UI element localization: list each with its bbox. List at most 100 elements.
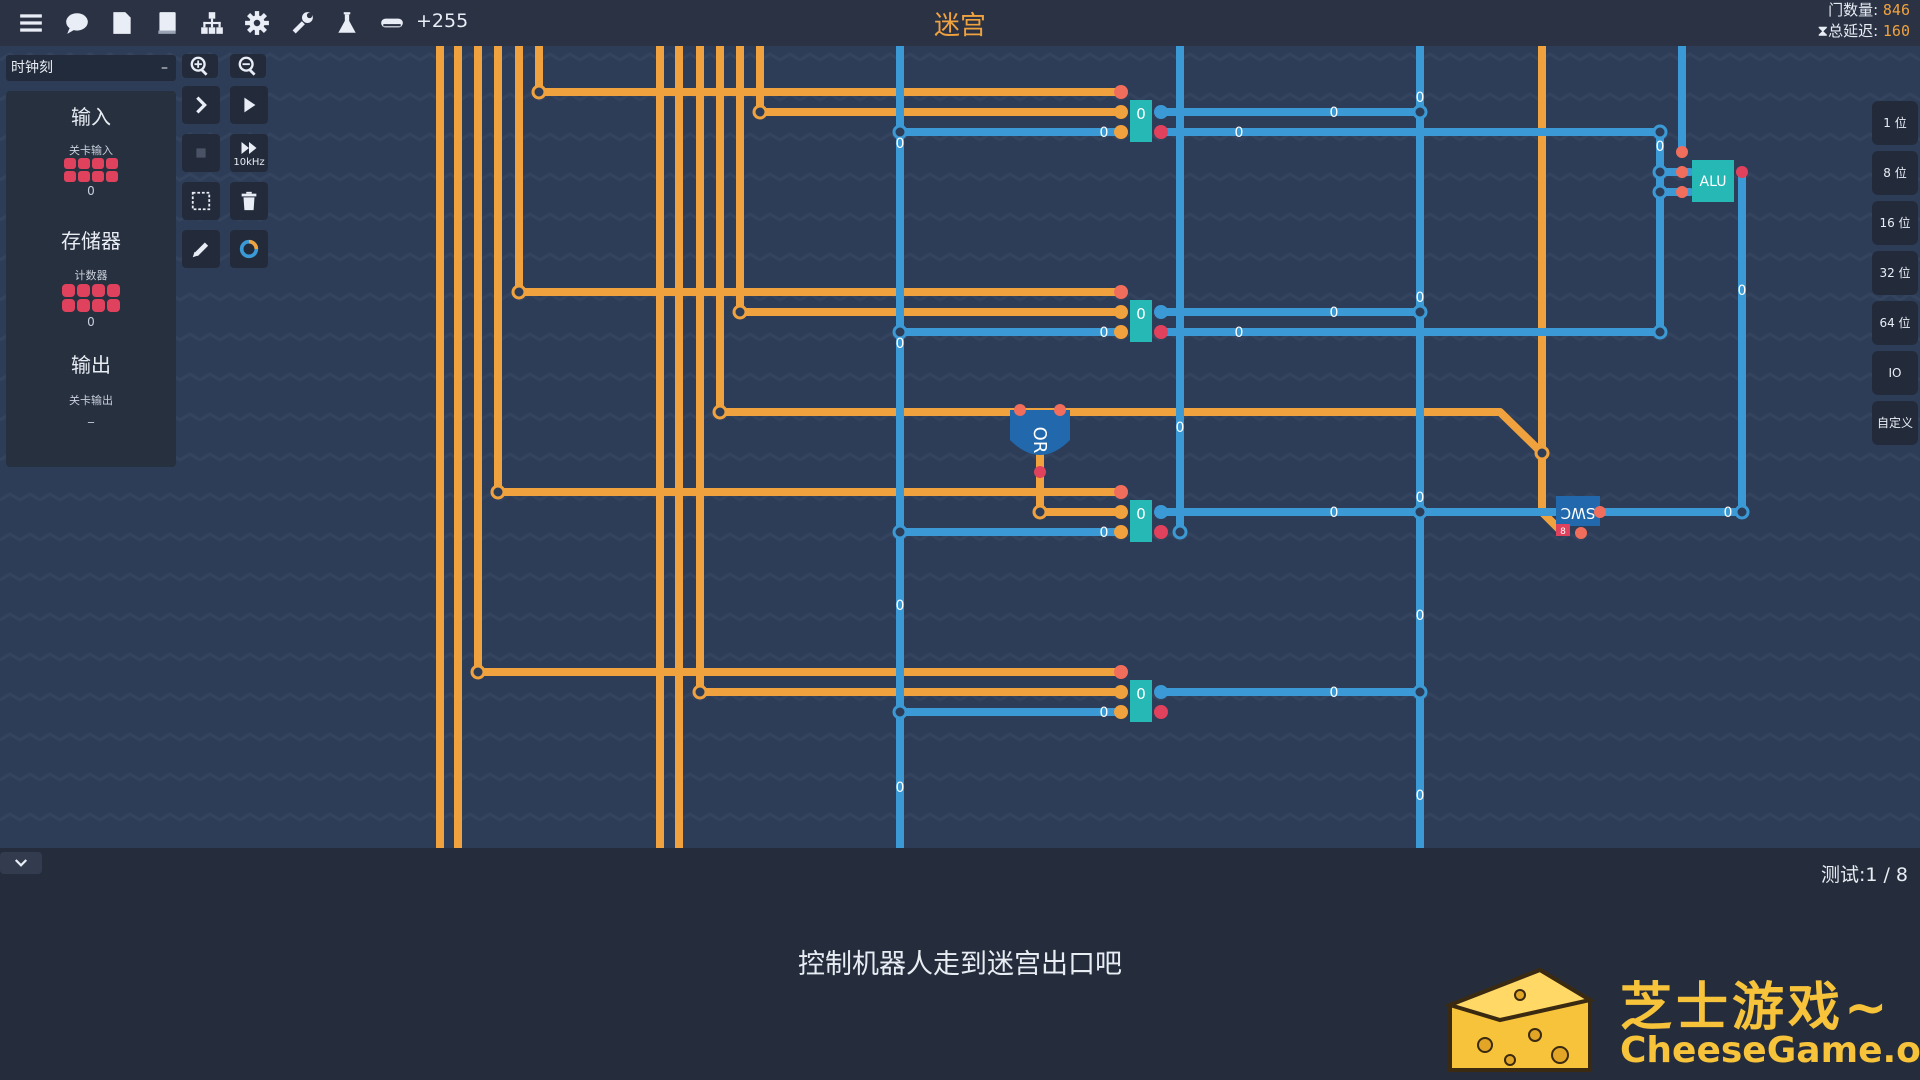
alu-label: ALU — [1700, 174, 1727, 190]
level-input-value: 0 — [87, 184, 95, 198]
counter-component[interactable] — [61, 283, 121, 313]
gate-count-value: 846 — [1882, 1, 1910, 19]
cheese-logo-icon — [1443, 967, 1596, 1072]
alu-component[interactable]: ALU — [1676, 146, 1748, 202]
color-button[interactable] — [230, 230, 268, 268]
stop-icon — [196, 148, 206, 158]
register-value: 0 — [1136, 685, 1146, 703]
gate-count-label: 门数量: — [1828, 1, 1879, 19]
svg-text:0: 0 — [1416, 608, 1425, 624]
select-button[interactable] — [182, 182, 220, 220]
bottom-panel: 测试:1 / 8 控制机器人走到迷宫出口吧 — [0, 848, 1920, 1080]
watermark-url: CheeseGame.org — [1620, 1030, 1920, 1071]
top-bar: +255 迷宫 门数量: 846 ⧗总延迟: 160 — [0, 0, 1920, 47]
wire-value-labels: 0 0 0 0 0 0 0 0 0 0 0 0 0 0 0 0 0 0 0 0 … — [896, 90, 1747, 804]
svg-text:0: 0 — [1416, 290, 1425, 306]
svg-text:0: 0 — [1100, 525, 1109, 541]
svg-text:0: 0 — [1738, 283, 1747, 299]
svg-text:0: 0 — [1656, 139, 1665, 155]
play-button[interactable] — [230, 86, 268, 124]
chat-icon[interactable] — [62, 8, 92, 38]
memory-section-title: 存储器 — [61, 229, 121, 253]
svg-text:0: 0 — [1330, 685, 1339, 701]
io-button[interactable]: IO — [1872, 351, 1918, 395]
bit-64-button[interactable]: 64 位 — [1872, 301, 1918, 345]
watermark-title: 芝士游戏~ — [1620, 978, 1892, 1038]
coin-icon — [377, 8, 407, 38]
board-background — [0, 46, 1920, 848]
hourglass-icon: ⧗ — [1817, 22, 1829, 40]
document-icon[interactable] — [107, 8, 137, 38]
collapse-minus-icon[interactable]: – — [161, 60, 168, 76]
level-input-label: 关卡输入 — [69, 144, 113, 157]
custom-button[interactable]: 自定义 — [1872, 401, 1918, 445]
input-section-title: 输入 — [71, 105, 111, 129]
step-icon — [196, 96, 207, 114]
svg-text:0: 0 — [1100, 125, 1109, 141]
pencil-button[interactable] — [182, 230, 220, 268]
svg-text:0: 0 — [896, 136, 905, 152]
bit-1-button[interactable]: 1 位 — [1872, 101, 1918, 145]
svg-text:0: 0 — [1416, 90, 1425, 106]
or-gate[interactable]: OR — [1010, 404, 1070, 478]
pencil-icon — [192, 242, 209, 258]
counter-label: 计数器 — [74, 269, 108, 282]
counter-value: 0 — [87, 315, 95, 329]
delete-button[interactable] — [230, 182, 268, 220]
svg-text:0: 0 — [1416, 490, 1425, 506]
register-value: 0 — [1136, 305, 1146, 323]
svg-text:0: 0 — [896, 780, 905, 796]
clock-select[interactable]: 时钟刻 – — [6, 55, 176, 81]
svg-text:0: 0 — [1235, 125, 1244, 141]
blue-wire-joints — [892, 104, 1750, 720]
svg-text:0: 0 — [1330, 505, 1339, 521]
play-icon — [244, 97, 256, 113]
speed-label: 10kHz — [233, 156, 265, 168]
book-icon[interactable] — [152, 8, 182, 38]
or-gate-label: OR — [1029, 427, 1050, 454]
color-ring-icon — [239, 239, 259, 259]
svg-text:0: 0 — [1724, 505, 1733, 521]
zoom-in-icon — [190, 56, 208, 76]
switch-label: SWC — [1561, 504, 1596, 522]
svg-text:0: 0 — [1100, 325, 1109, 341]
bit-8-button[interactable]: 8 位 — [1872, 151, 1918, 195]
register-component[interactable]: 0 — [1114, 665, 1168, 722]
level-input-component[interactable] — [63, 157, 119, 183]
zoom-out-button[interactable] — [230, 54, 266, 78]
flask-icon[interactable] — [332, 8, 362, 38]
circuit-board[interactable]: 0 0 0 0 OR — [0, 46, 1920, 848]
clock-select-value: 时钟刻 — [11, 60, 53, 76]
svg-text:0: 0 — [1100, 705, 1109, 721]
zoom-in-button[interactable] — [182, 54, 218, 78]
svg-text:0: 0 — [1416, 788, 1425, 804]
fast-forward-icon — [241, 141, 257, 154]
switch-component[interactable]: 8 SWC — [1556, 496, 1606, 539]
register-value: 0 — [1136, 105, 1146, 123]
total-delay-label: 总延迟: — [1828, 22, 1879, 40]
fast-forward-button[interactable]: 10kHz — [230, 134, 268, 172]
stop-button[interactable] — [182, 134, 220, 172]
svg-text:0: 0 — [1330, 305, 1339, 321]
register-value: 0 — [1136, 505, 1146, 523]
register-component[interactable]: 0 — [1114, 485, 1168, 542]
bit-16-button[interactable]: 16 位 — [1872, 201, 1918, 245]
bit-32-button[interactable]: 32 位 — [1872, 251, 1918, 295]
orange-wire-joints — [470, 84, 1550, 700]
test-progress: 测试:1 / 8 — [1820, 864, 1908, 886]
chevron-down-icon — [14, 859, 28, 867]
gear-icon[interactable] — [242, 8, 272, 38]
step-button[interactable] — [182, 86, 220, 124]
hierarchy-icon[interactable] — [197, 8, 227, 38]
menu-icon[interactable] — [16, 8, 46, 38]
circuit-canvas[interactable]: 0 0 0 0 OR — [0, 46, 1920, 848]
collapse-button[interactable] — [0, 852, 42, 874]
level-title: 迷宫 — [933, 11, 986, 41]
register-component[interactable]: 0 — [1114, 85, 1168, 142]
level-instruction: 控制机器人走到迷宫出口吧 — [798, 949, 1122, 980]
register-component[interactable]: 0 — [1114, 285, 1168, 342]
score-counter: +255 — [416, 10, 469, 32]
level-output-label: 关卡输出 — [69, 394, 113, 407]
orange-wire-bus — [436, 46, 1566, 848]
wrench-icon[interactable] — [287, 8, 317, 38]
